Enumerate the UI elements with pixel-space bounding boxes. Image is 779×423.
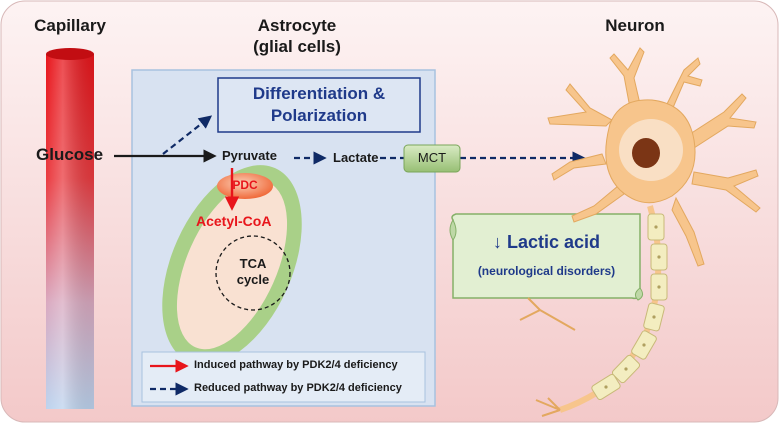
- legend-box: [141, 351, 426, 403]
- legend-induced-label: Induced pathway by PDK2/4 deficiency: [194, 359, 398, 371]
- mct-label: MCT: [417, 150, 447, 165]
- glucose-label: Glucose: [36, 145, 104, 164]
- pdc-label: PDC: [232, 178, 258, 192]
- lactic-acid-label: ↓ Lactic acid: [492, 232, 601, 252]
- tca-cycle-circle: [215, 235, 291, 311]
- astrocyte-header: Astrocyte: [257, 16, 337, 35]
- tca-label-line1: TCA: [239, 256, 267, 271]
- myelin-dots: [604, 225, 661, 389]
- pyruvate-label: Pyruvate: [222, 148, 277, 163]
- neuron-header: Neuron: [605, 16, 665, 35]
- differentiation-line1: Differentiation &: [252, 84, 386, 103]
- astrocyte-subheader: (glial cells): [253, 37, 341, 56]
- differentiation-line2: Polarization: [270, 106, 368, 125]
- capillary-tube: [46, 48, 94, 409]
- legend-reduced-label: Reduced pathway by PDK2/4 deficiency: [194, 382, 402, 394]
- lactate-label: Lactate: [333, 150, 379, 165]
- capillary-header: Capillary: [34, 16, 106, 35]
- differentiation-box: [217, 77, 421, 133]
- mct-transporter: [403, 144, 461, 173]
- tca-label-line2: cycle: [236, 272, 270, 287]
- mitochondrion: [162, 165, 302, 365]
- acetyl-coa-label: Acetyl-CoA: [196, 213, 272, 229]
- lactic-acid-banner: [449, 213, 644, 301]
- neurological-disorders-label: (neurological disorders): [477, 264, 616, 278]
- neuron-nucleus: [619, 119, 683, 181]
